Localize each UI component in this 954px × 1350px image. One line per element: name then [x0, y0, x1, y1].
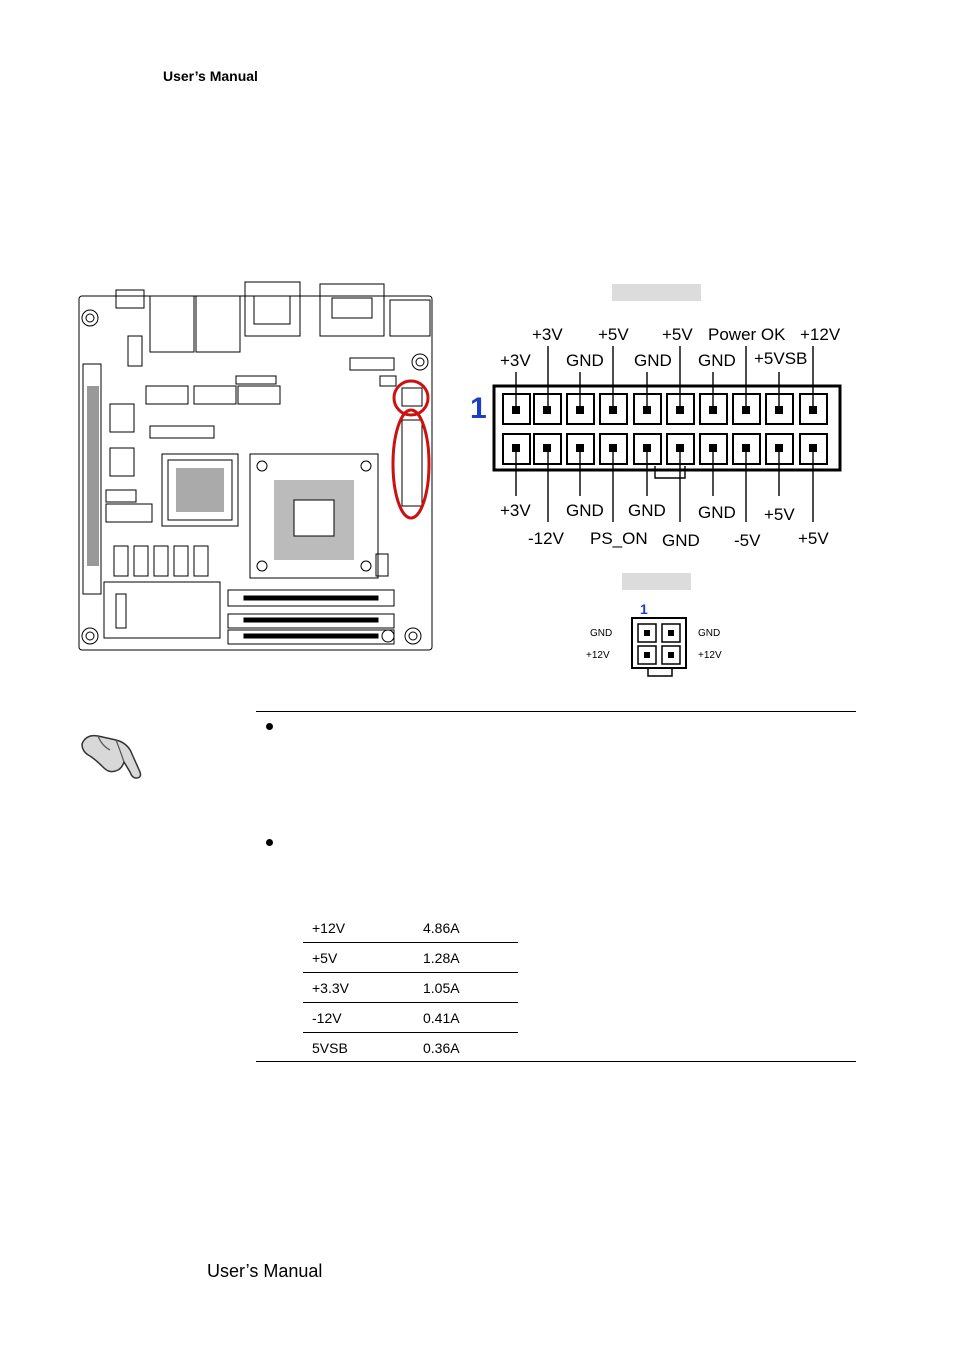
p12v-connector-tag [622, 573, 691, 590]
svg-text:GND: GND [628, 501, 666, 520]
svg-text:+12V: +12V [698, 650, 722, 661]
atx-connector-tag [612, 284, 701, 301]
svg-text:+5V: +5V [764, 505, 795, 524]
svg-text:GND: GND [698, 503, 736, 522]
table-row: -12V 0.41A [303, 1002, 518, 1033]
svg-text:+3V: +3V [500, 501, 531, 520]
table-row: 5VSB 0.36A [312, 1039, 460, 1056]
pointing-hand-icon [81, 734, 142, 779]
note-top-rule [256, 711, 856, 712]
atx-pin1-marker: 1 [470, 392, 487, 425]
svg-text:PS_ON: PS_ON [590, 529, 648, 548]
note-bullet-2 [266, 839, 273, 846]
svg-text:GND: GND [590, 628, 612, 639]
svg-text:GND: GND [662, 531, 700, 550]
svg-text:GND: GND [698, 628, 720, 639]
svg-text:+12V: +12V [800, 325, 841, 344]
svg-text:GND: GND [566, 501, 604, 520]
svg-text:+5V: +5V [598, 325, 629, 344]
svg-text:+5V: +5V [662, 325, 693, 344]
page-header: User’s Manual [163, 68, 258, 84]
power-current-table: +12V 4.86A +5V 1.28A +3.3V 1.05A -12V 0.… [303, 913, 518, 1062]
svg-text:+5V: +5V [798, 529, 829, 548]
svg-text:+12V: +12V [586, 650, 610, 661]
table-row: +3.3V 1.05A [303, 972, 518, 1003]
svg-text:-12V: -12V [528, 529, 565, 548]
svg-text:+5VSB: +5VSB [754, 349, 807, 368]
svg-text:GND: GND [566, 351, 604, 370]
svg-text:GND: GND [634, 351, 672, 370]
table-row: +5V 1.28A [303, 942, 518, 973]
red-circle-highlight [392, 379, 430, 417]
svg-text:-5V: -5V [734, 531, 761, 550]
p12v-connector-diagram: 1 GND GND +12V +12V [586, 601, 722, 677]
svg-text:GND: GND [698, 351, 736, 370]
note-bottom-rule [256, 1061, 856, 1062]
svg-text:+3V: +3V [532, 325, 563, 344]
note-bullet-1 [266, 723, 273, 730]
svg-text:1: 1 [640, 601, 648, 617]
svg-text:+3V: +3V [500, 351, 531, 370]
table-row: +12V 4.86A [303, 913, 518, 943]
svg-text:Power OK: Power OK [708, 325, 786, 344]
motherboard-diagram [78, 281, 433, 651]
page-footer: User’s Manual [207, 1261, 323, 1281]
atx-power-connector-diagram: 1 +3V +5V [470, 325, 842, 550]
